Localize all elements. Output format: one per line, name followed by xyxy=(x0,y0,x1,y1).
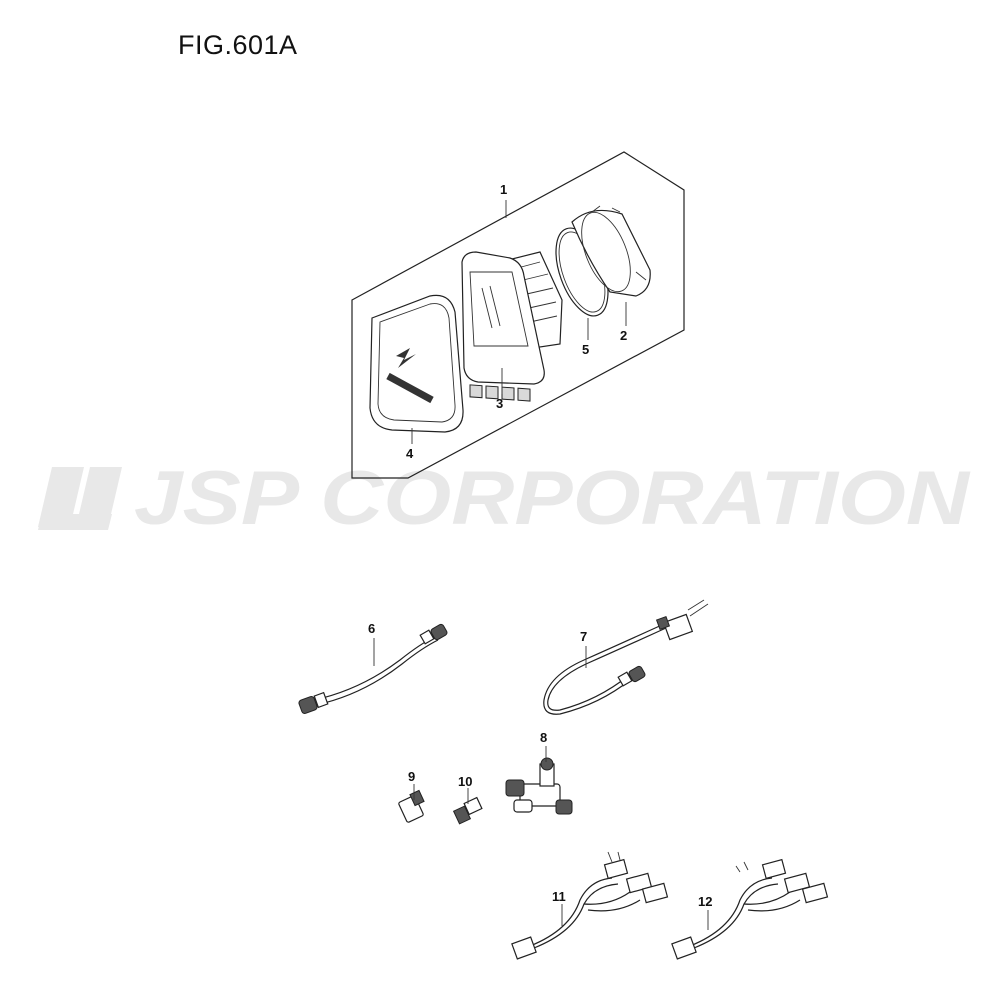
callout-11: 11 xyxy=(552,889,566,904)
callout-2: 2 xyxy=(620,328,627,343)
callout-1: 1 xyxy=(500,182,507,197)
part-3-gauge xyxy=(461,251,563,402)
part-12-y-harness xyxy=(671,858,829,960)
watermark-text: JSP CORPORATION xyxy=(134,456,971,541)
callout-8: 8 xyxy=(540,730,547,745)
callout-4: 4 xyxy=(406,446,414,461)
part-4-cover xyxy=(369,294,464,433)
callout-12: 12 xyxy=(698,894,712,909)
watermark-emblem-icon xyxy=(38,467,122,530)
part-2-nut xyxy=(571,205,651,297)
callout-7: 7 xyxy=(580,629,587,644)
part-6-cable xyxy=(298,623,448,714)
callout-5: 5 xyxy=(582,342,589,357)
logo-icon xyxy=(386,348,434,404)
callout-6: 6 xyxy=(368,621,375,636)
part-8-t-connector xyxy=(505,757,573,815)
part-9-terminator xyxy=(398,789,425,823)
callout-10: 10 xyxy=(458,774,472,789)
callout-3: 3 xyxy=(496,396,503,411)
callout-9: 9 xyxy=(408,769,415,784)
assembly-group-box xyxy=(351,151,685,479)
part-7-harness xyxy=(543,599,709,715)
figure-title: FIG.601A xyxy=(178,30,298,60)
part-11-y-harness xyxy=(511,851,669,960)
part-10-terminator xyxy=(452,796,483,825)
watermark-logo: JSP CORPORATION xyxy=(38,456,971,541)
